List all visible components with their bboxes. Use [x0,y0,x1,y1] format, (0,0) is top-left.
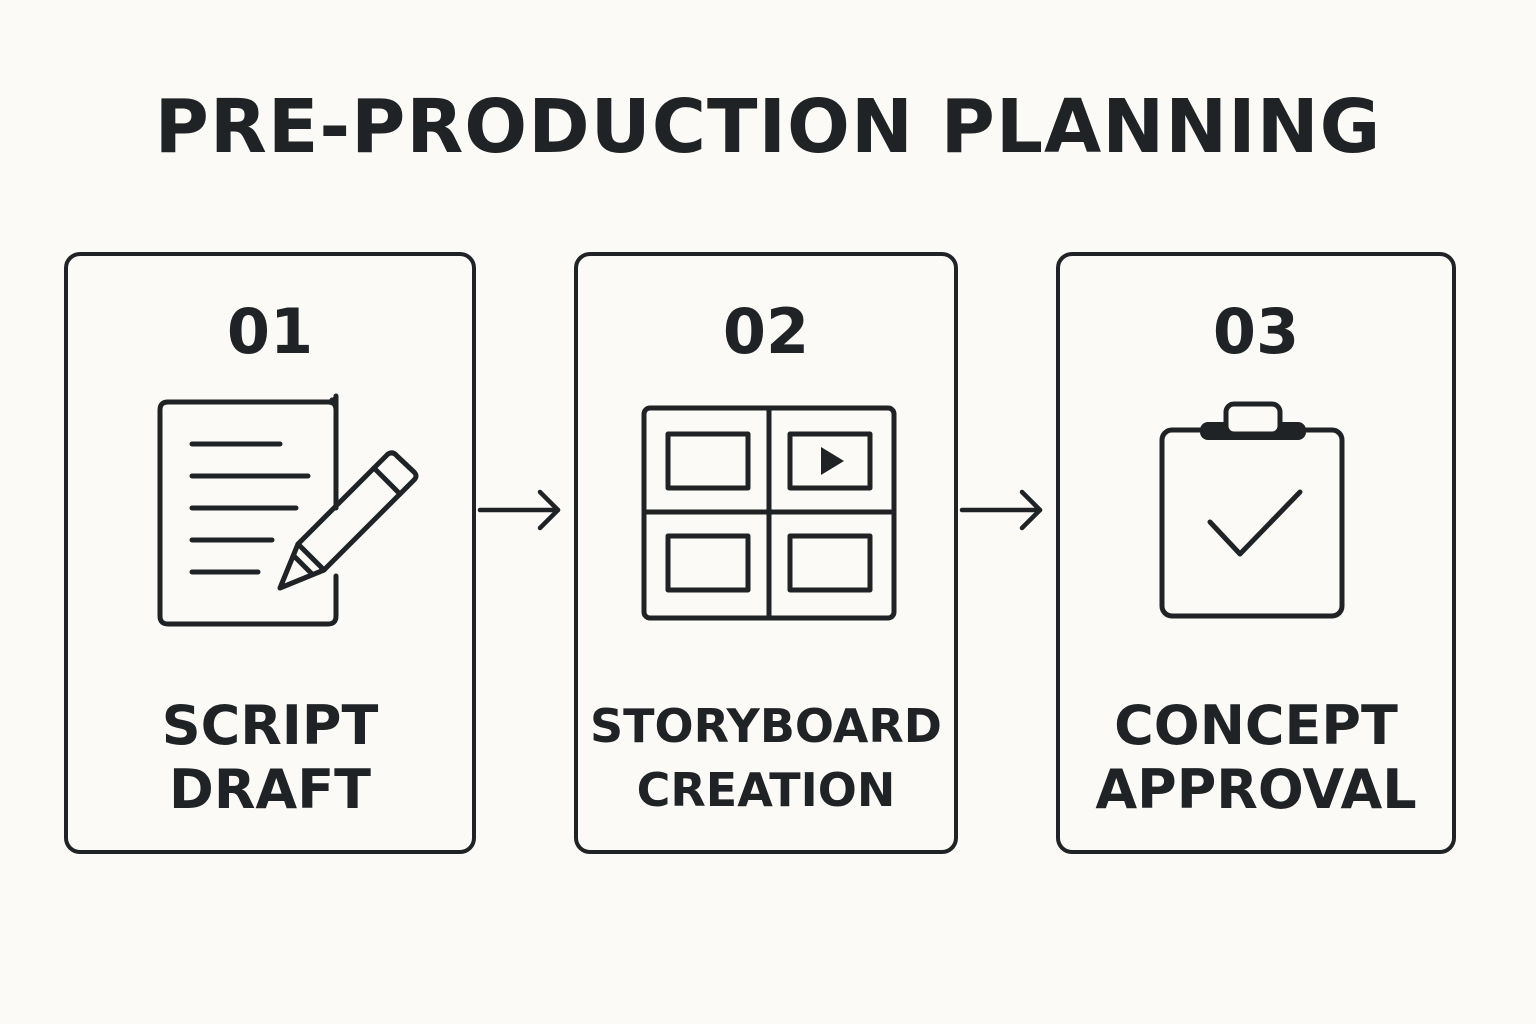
arrow-right-icon [959,489,1043,531]
storyboard-grid-icon [641,405,897,621]
step-label-line: SCRIPT [161,694,379,757]
step-label-line: CONCEPT [1114,694,1398,757]
step-label-line: CREATION [636,763,896,817]
arrow-right-icon [477,489,561,531]
step-number: 03 [1212,295,1300,368]
step-number: 01 [226,295,314,368]
step-label-line: DRAFT [169,758,371,821]
step-label: CONCEPT APPROVAL [1060,694,1452,822]
step-label-line: STORYBOARD [590,699,942,753]
step-card-concept-approval: 03 CONCEPT APPROVAL [1056,252,1456,854]
diagram-title: PRE-PRODUCTION PLANNING [154,84,1382,170]
step-label: STORYBOARD CREATION [578,694,954,822]
step-label: SCRIPT DRAFT [68,694,472,822]
step-card-script-draft: 01 SCRIPT DRAFT [64,252,476,854]
step-label-line: APPROVAL [1095,758,1417,821]
document-pencil-icon [157,393,419,627]
step-card-storyboard-creation: 02 STORYBOARD CREATION [574,252,958,854]
clipboard-check-icon [1159,401,1345,619]
step-number: 02 [722,295,810,368]
